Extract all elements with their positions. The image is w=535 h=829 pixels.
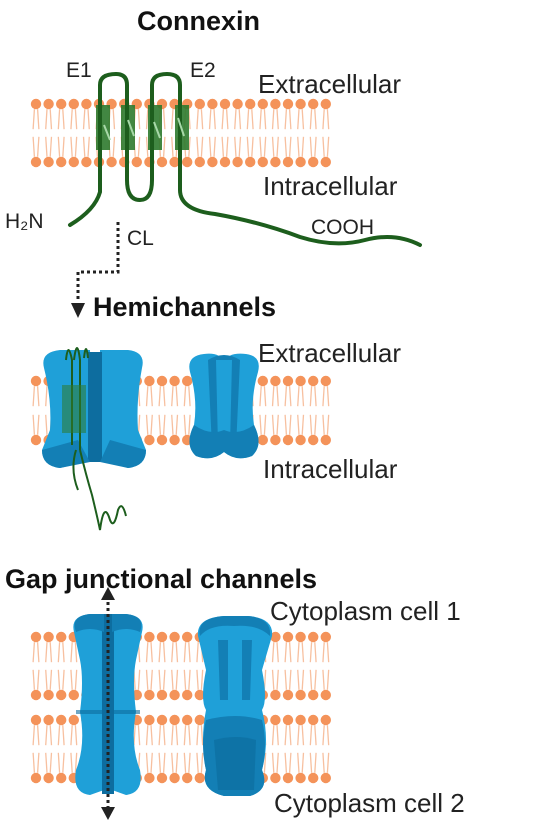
e2-label: E2 <box>190 59 216 82</box>
connexin-title: Connexin <box>137 6 260 36</box>
extracellular-label-2: Extracellular <box>258 338 401 368</box>
cytoplasm-cell2-label: Cytoplasm cell 2 <box>274 788 465 818</box>
hemichannel-closed <box>189 353 259 459</box>
intracellular-label-1: Intracellular <box>263 171 398 201</box>
cl-label: CL <box>127 227 154 250</box>
gap-channel-open <box>73 587 143 820</box>
cl-arrow <box>71 222 120 318</box>
e1-label: E1 <box>66 59 92 82</box>
cytoplasm-cell1-label: Cytoplasm cell 1 <box>270 596 461 626</box>
intracellular-label-2: Intracellular <box>263 454 398 484</box>
hemichannel-open <box>42 347 146 531</box>
n-terminus-label: H₂N <box>5 210 43 233</box>
c-terminus-label: COOH <box>311 216 374 239</box>
hemichannels-title: Hemichannels <box>93 292 276 322</box>
gap-channel-closed <box>197 616 273 796</box>
connexin-protein <box>68 71 422 247</box>
gap-junction-title: Gap junctional channels <box>5 564 317 594</box>
extracellular-label-1: Extracellular <box>258 69 401 99</box>
